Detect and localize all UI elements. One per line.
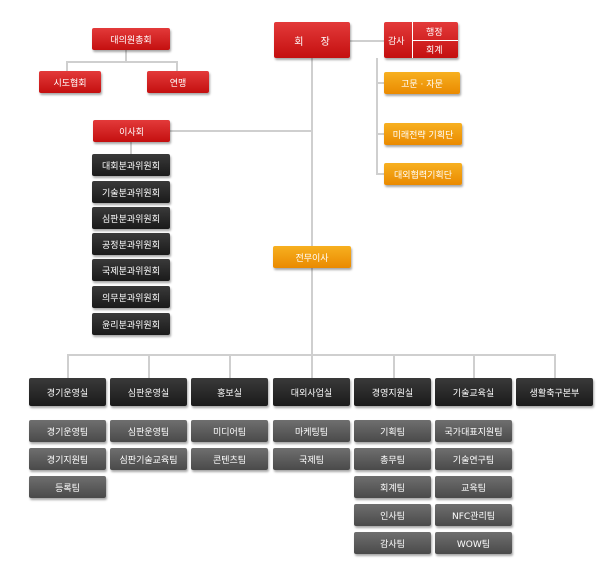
connector — [176, 61, 178, 71]
department-box: 심판운영실 — [110, 378, 187, 406]
connector — [376, 58, 378, 174]
team-box: 기술연구팀 — [435, 448, 512, 470]
team-box: 감사팀 — [354, 532, 431, 554]
admin-label: 행정 — [426, 28, 443, 38]
board-box: 이사회 — [93, 120, 170, 142]
future-planning-box: 미래전략 기획단 — [384, 123, 462, 145]
connector — [66, 61, 68, 71]
committee-box: 의무분과위원회 — [92, 286, 170, 308]
audit-group-box: 감사 행정 회계 — [384, 22, 458, 58]
team-box: 인사팀 — [354, 504, 431, 526]
team-box: 미디어팀 — [191, 420, 268, 442]
team-box: 심판기술교육팀 — [110, 448, 187, 470]
team-box: 경기운영팀 — [29, 420, 106, 442]
team-box: 콘텐츠팀 — [191, 448, 268, 470]
committee-box: 국제분과위원회 — [92, 259, 170, 281]
provincial-box: 시도협회 — [39, 71, 101, 93]
committee-box: 심판분과위원회 — [92, 207, 170, 229]
audit-label: 감사 — [388, 37, 405, 47]
connector — [66, 61, 178, 63]
department-box: 기술교육실 — [435, 378, 512, 406]
accounting-label: 회계 — [426, 46, 443, 56]
cooperation-planning-box: 대외협력기획단 — [384, 163, 462, 185]
audit-divider — [412, 40, 458, 41]
committee-box: 대회분과위원회 — [92, 154, 170, 176]
team-box: 마케팅팀 — [273, 420, 350, 442]
connector — [473, 354, 475, 378]
connector — [130, 140, 132, 154]
department-box: 경기운영실 — [29, 378, 106, 406]
executive-director-box: 전무이사 — [273, 246, 351, 268]
general-assembly-box: 대의원총회 — [92, 28, 170, 50]
committee-box: 기술분과위원회 — [92, 181, 170, 203]
connector — [376, 82, 384, 84]
team-box: 국제팀 — [273, 448, 350, 470]
connector — [393, 354, 395, 378]
advisory-box: 고문 · 자문 — [384, 72, 460, 94]
committee-box: 윤리분과위원회 — [92, 313, 170, 335]
connector — [229, 354, 231, 378]
team-box: 교육팀 — [435, 476, 512, 498]
connector — [311, 58, 313, 355]
connector — [554, 354, 556, 378]
team-box: 심판운영팀 — [110, 420, 187, 442]
team-box: 경기지원팀 — [29, 448, 106, 470]
connector — [170, 130, 312, 132]
department-box: 대외사업실 — [273, 378, 350, 406]
connector — [311, 354, 313, 378]
department-box: 홍보실 — [191, 378, 268, 406]
league-box: 연맹 — [147, 71, 209, 93]
president-box: 회 장 — [274, 22, 350, 58]
connector — [349, 40, 384, 42]
department-box: 경영지원실 — [354, 378, 431, 406]
team-box: NFC관리팀 — [435, 504, 512, 526]
team-box: 회계팀 — [354, 476, 431, 498]
connector — [376, 173, 384, 175]
team-box: 기획팀 — [354, 420, 431, 442]
committee-box: 공정분과위원회 — [92, 233, 170, 255]
team-box: WOW팀 — [435, 532, 512, 554]
connector — [67, 354, 69, 378]
department-box: 생활축구본부 — [516, 378, 593, 406]
connector — [125, 50, 127, 62]
team-box: 등록팀 — [29, 476, 106, 498]
team-box: 국가대표지원팀 — [435, 420, 512, 442]
connector — [148, 354, 150, 378]
connector — [376, 133, 384, 135]
team-box: 총무팀 — [354, 448, 431, 470]
